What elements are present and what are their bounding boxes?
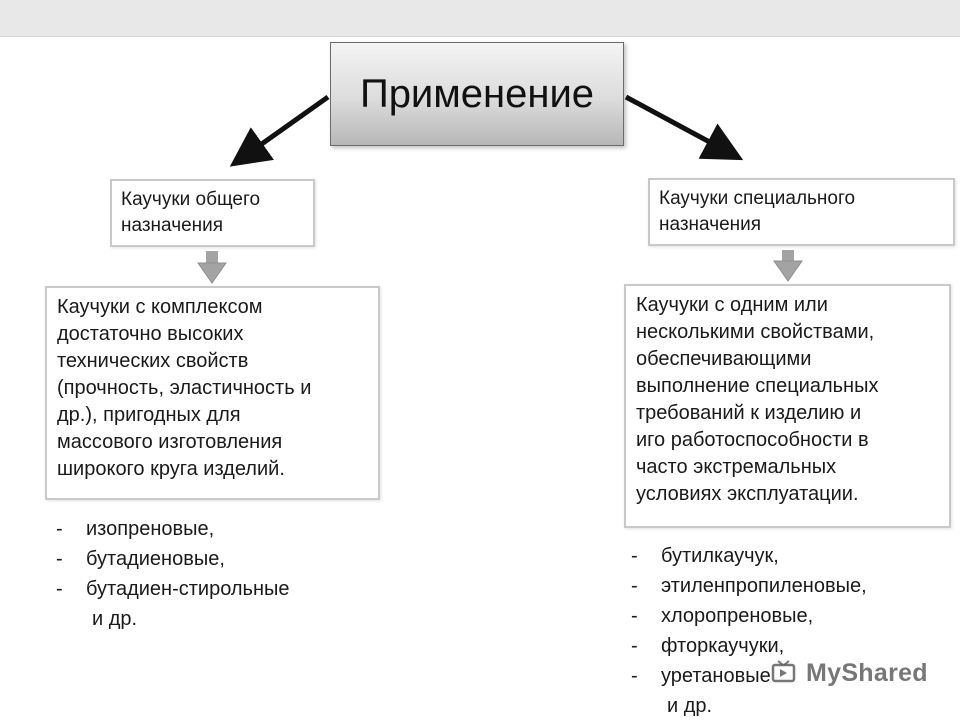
bullet-dash: - [56, 578, 63, 600]
top-bar [0, 0, 960, 37]
list-item: - бутилкаучук, [631, 541, 867, 571]
list-item-text: этиленпропиленовые, [661, 575, 867, 597]
category-line: назначения [659, 214, 762, 235]
description-line: технических свойств [57, 350, 249, 372]
mypresentation-logo-icon [771, 660, 796, 683]
list-item-text: фторкаучуки, [661, 635, 785, 657]
list-item: - бутадиеновые, [56, 544, 290, 574]
description-line: выполнение специальных [636, 375, 879, 397]
bullet-dash: - [631, 545, 638, 567]
watermark-text: MyShared [806, 658, 928, 687]
description-line: Каучуки с комплексом [57, 296, 263, 318]
bullet-dash: - [631, 665, 638, 687]
list-item: - бутадиен-стирольные [56, 574, 290, 604]
arrow-down-right-icon [624, 94, 744, 161]
description-line: несколькими свойствами, [636, 321, 875, 343]
description-line: иго работоспособности в [636, 429, 869, 451]
list-tail: и др. [667, 695, 713, 717]
list-item-text: уретановые [661, 665, 771, 687]
description-line: широкого круга изделий. [57, 458, 285, 480]
list-item: - хлоропреновые, [631, 601, 867, 631]
category-general-purpose: Каучуки общего назначения [110, 179, 315, 247]
description-line: др.), пригодных для [57, 404, 241, 426]
list-item-text: бутадиеновые, [86, 548, 225, 570]
list-item: - изопреновые, [56, 514, 290, 544]
examples-list-general: - изопреновые, - бутадиеновые, - бутадие… [56, 514, 290, 634]
bullet-dash: - [631, 575, 638, 597]
watermark: MyShared [770, 655, 928, 691]
list-item-text: хлоропреновые, [661, 605, 814, 627]
description-line: требований к изделию и [636, 402, 862, 424]
list-item: - фторкаучуки, [631, 631, 867, 661]
description-general: Каучуки с комплексом достаточно высоких … [45, 286, 380, 500]
list-item-text: бутадиен-стирольные [86, 578, 290, 600]
examples-list-special: - бутилкаучук, - этиленпропиленовые, - х… [631, 541, 867, 721]
list-item: - этиленпропиленовые, [631, 571, 867, 601]
description-line: часто экстремальных [636, 456, 837, 478]
arrow-down-icon [773, 250, 803, 282]
description-line: Каучуки с одним или [636, 294, 828, 316]
description-line: условиях эксплуатации. [636, 483, 859, 505]
title-box: Применение [330, 42, 624, 146]
list-item-text: бутилкаучук, [661, 545, 779, 567]
bullet-dash: - [631, 605, 638, 627]
category-line: назначения [121, 215, 224, 236]
list-item: - уретановые [631, 661, 867, 691]
description-special: Каучуки с одним или несколькими свойства… [624, 284, 951, 528]
arrow-down-left-icon [229, 94, 330, 167]
category-special-purpose: Каучуки специального назначения [648, 178, 955, 246]
list-item-text: изопреновые, [86, 518, 215, 540]
bullet-dash: - [631, 635, 638, 657]
arrow-down-icon [197, 251, 227, 284]
description-line: обеспечивающими [636, 348, 812, 370]
list-tail: и др. [92, 608, 138, 630]
title-text: Применение [359, 71, 595, 116]
description-line: достаточно высоких [57, 323, 244, 345]
description-line: массового изготовления [57, 431, 283, 453]
category-line: Каучуки специального [659, 188, 856, 209]
description-line: (прочность, эластичность и [57, 377, 312, 399]
bullet-dash: - [56, 548, 63, 570]
category-line: Каучуки общего [121, 189, 261, 210]
bullet-dash: - [56, 518, 63, 540]
